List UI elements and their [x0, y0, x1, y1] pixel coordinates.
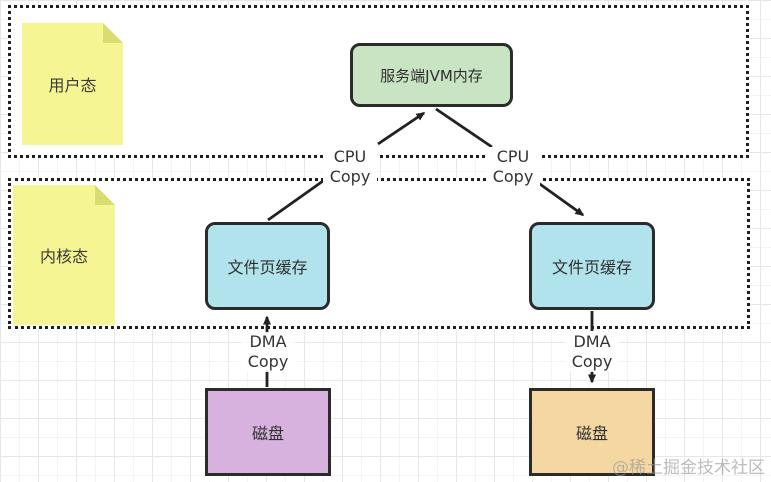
disk-label: 磁盘: [251, 424, 284, 443]
cpu-copy-line1: CPU: [333, 147, 367, 166]
note-paper: [22, 23, 123, 145]
cpu-copy-line2: Copy: [492, 167, 534, 186]
dma-copy-line2: Copy: [571, 352, 613, 371]
jvm-memory-label: 服务端JVM内存: [380, 66, 483, 85]
watermark: @稀土掘金技术社区: [612, 458, 765, 478]
cpu-copy-label-left: CPU Copy: [323, 147, 377, 187]
disk-node-left: 磁盘: [205, 388, 331, 476]
note-paper: [13, 185, 115, 325]
cpu-copy-label-right: CPU Copy: [486, 147, 540, 187]
note-fold-corner-icon: [95, 185, 115, 205]
page-cache-label: 文件页缓存: [227, 258, 308, 277]
user-mode-label: 用户态: [48, 76, 97, 95]
kernel-mode-note: 内核态: [13, 185, 115, 325]
disk-label: 磁盘: [575, 424, 608, 443]
cpu-copy-line2: Copy: [329, 167, 371, 186]
page-cache-node-left: 文件页缓存: [205, 222, 330, 310]
page-cache-node-right: 文件页缓存: [529, 222, 655, 310]
cpu-copy-line1: CPU: [496, 147, 530, 166]
dma-copy-label-left: DMA Copy: [241, 332, 295, 372]
note-fold-corner-icon: [103, 23, 123, 43]
dma-copy-line1: DMA: [249, 332, 287, 351]
dma-copy-line2: Copy: [247, 352, 289, 371]
jvm-memory-node: 服务端JVM内存: [350, 43, 513, 107]
kernel-mode-label: 内核态: [39, 247, 88, 266]
user-mode-note: 用户态: [22, 23, 123, 145]
dma-copy-line1: DMA: [573, 332, 611, 351]
disk-node-right: 磁盘: [529, 388, 655, 476]
page-cache-label: 文件页缓存: [551, 258, 632, 277]
dma-copy-label-right: DMA Copy: [565, 332, 619, 372]
